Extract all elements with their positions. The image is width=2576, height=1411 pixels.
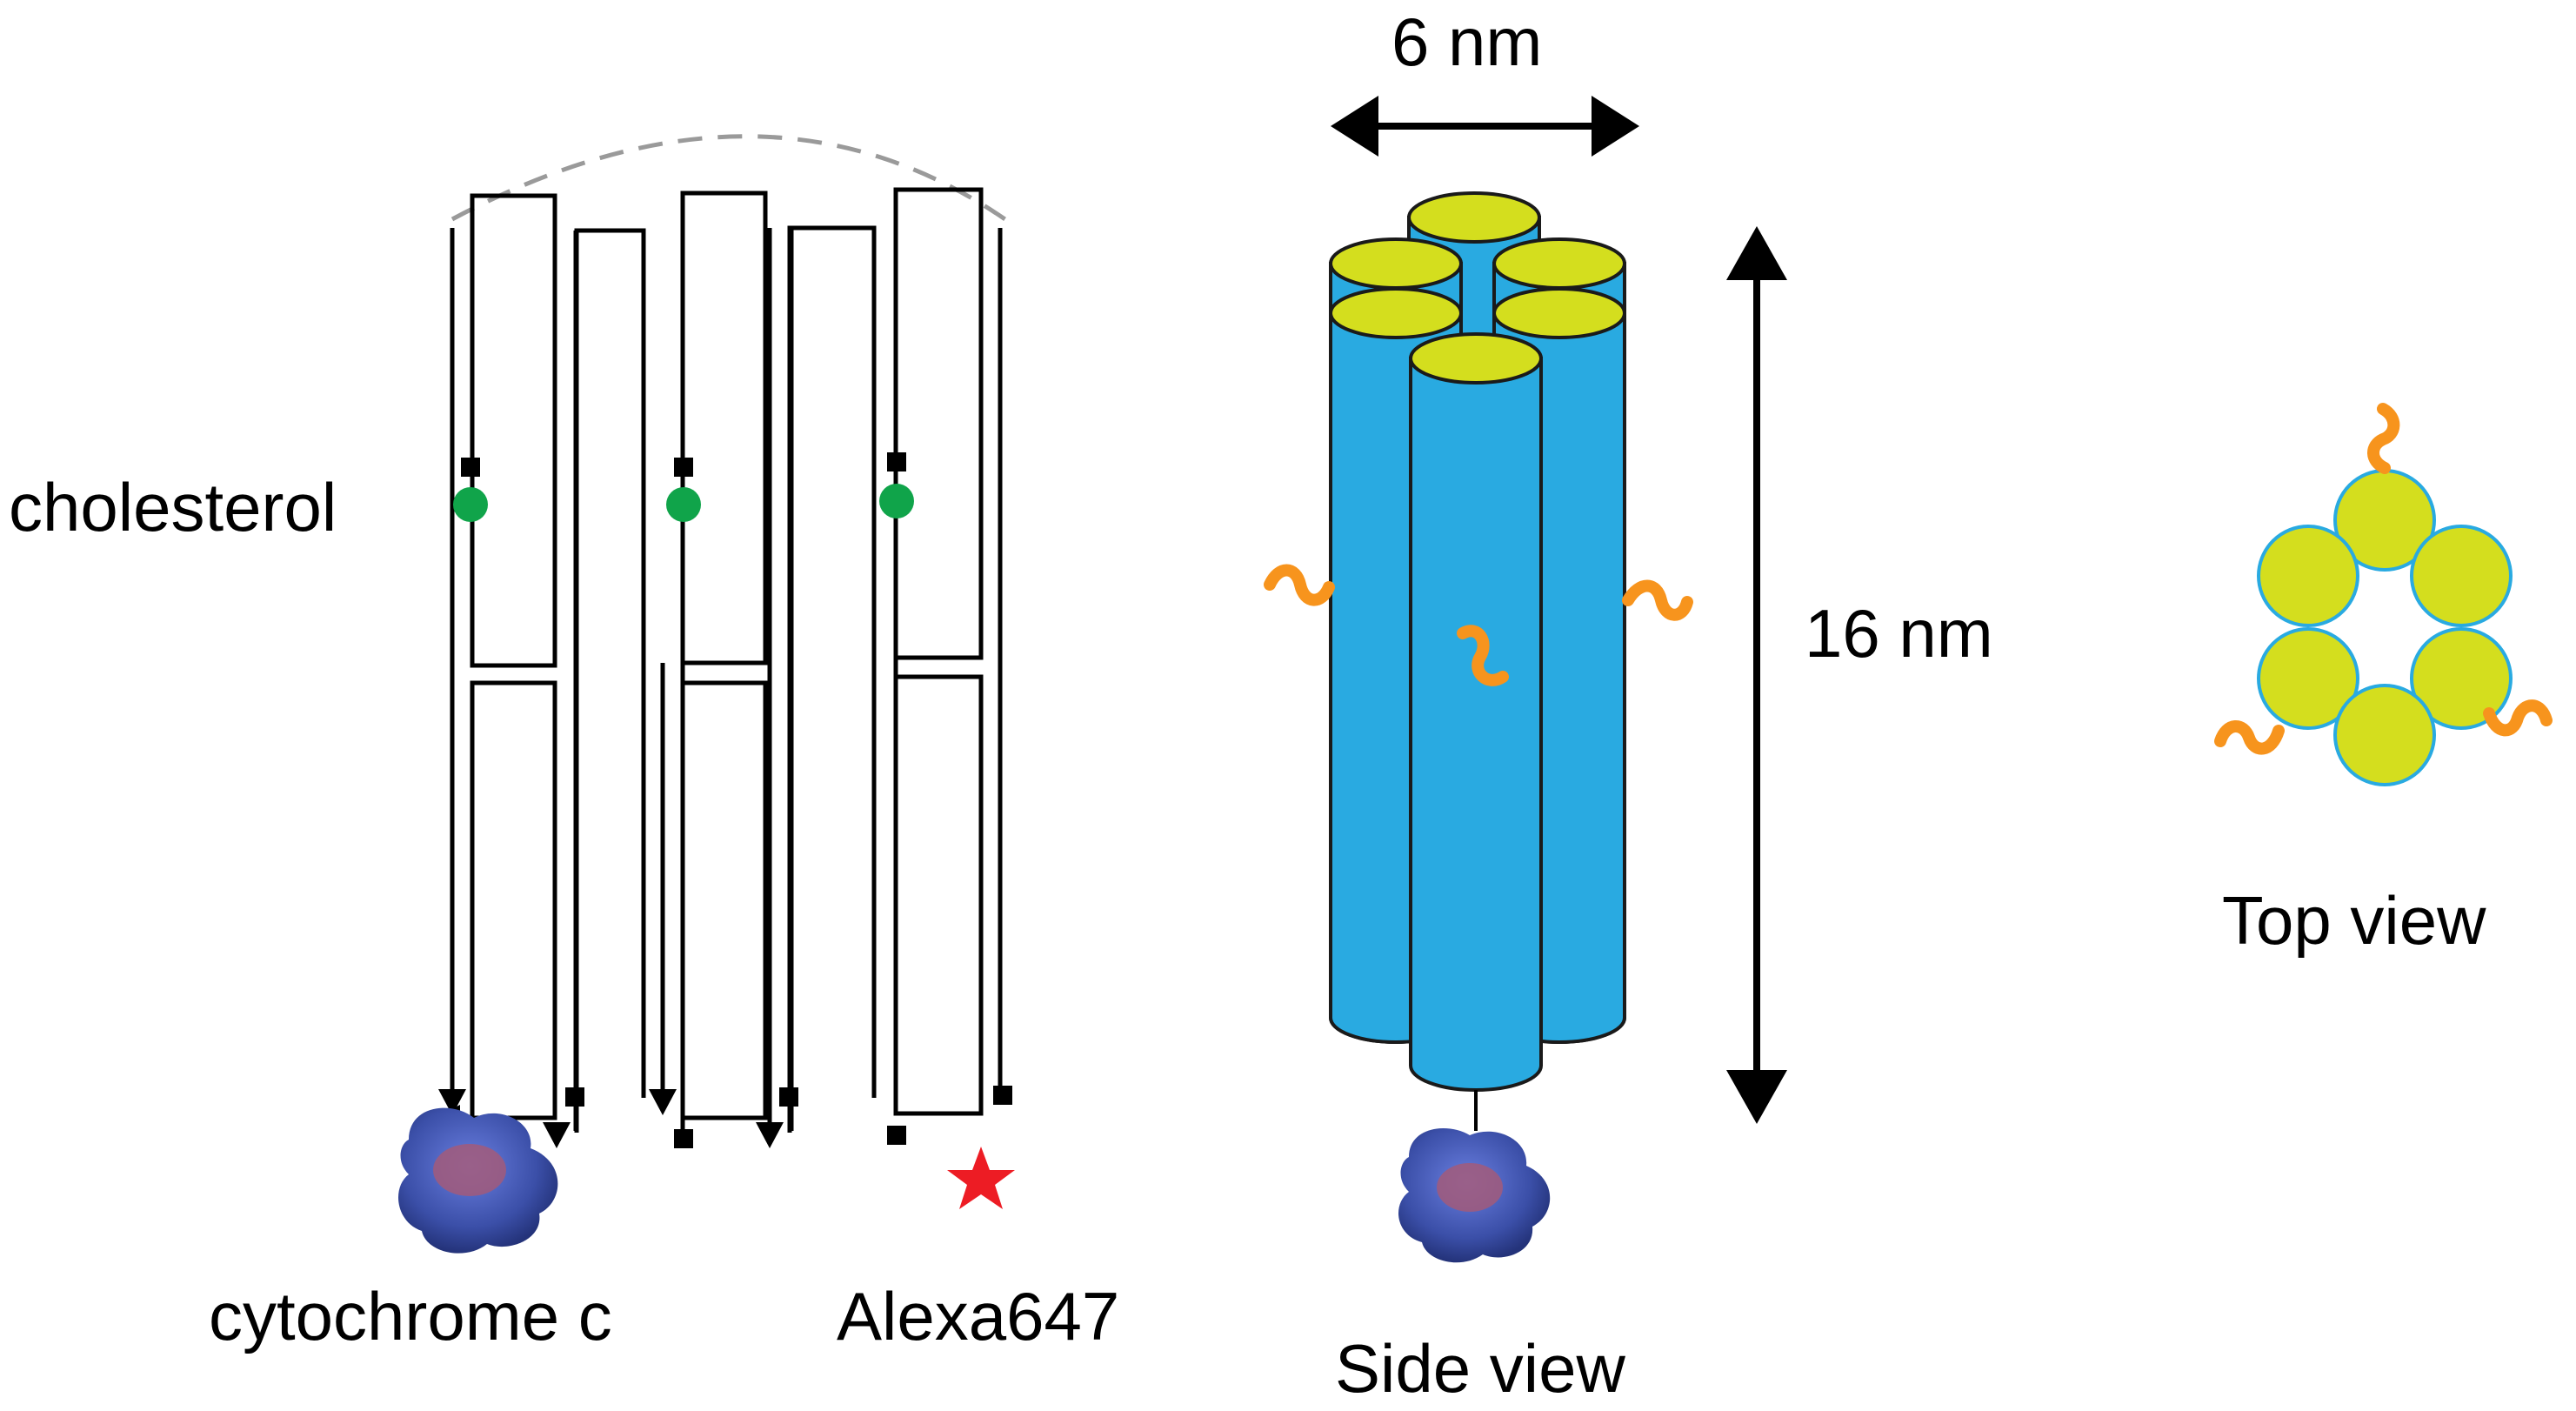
dashed-connector-arc [450, 134, 1011, 224]
height-dimension-arrow [1726, 226, 1787, 1124]
helix-bundle-strands-5 [893, 187, 984, 1116]
linker-left [1264, 564, 1335, 606]
cholesterol-markers [453, 484, 914, 522]
top-linker-right [2483, 699, 2553, 737]
helix-bundle-strands-2 [574, 228, 646, 1133]
helix-bundle-strands-1 [450, 193, 557, 1120]
cytochrome-label: cytochrome c [209, 1278, 612, 1354]
top-view-label: Top view [2222, 882, 2486, 959]
height-label: 16 nm [1805, 595, 1993, 672]
alexa647-star-icon [947, 1147, 1015, 1209]
cholesterol-linkers [1264, 564, 1693, 686]
top-view-linkers [2214, 403, 2553, 755]
cholesterol-dot-2 [666, 487, 701, 522]
cytochrome-protein-icon [398, 1107, 558, 1254]
top-helix-5 [2410, 627, 2513, 730]
arrowhead-3 [649, 1089, 677, 1115]
width-label: 6 nm [1391, 3, 1542, 80]
cholesterol-dot-1 [453, 487, 488, 522]
top-view-bundle: Top view [2214, 403, 2553, 959]
top-linker-left [2214, 720, 2285, 755]
arrowhead-2 [543, 1122, 571, 1148]
helix-bundle-strands-3 [680, 191, 768, 1120]
strand-lines [573, 190, 898, 1131]
helix-cylinder-front [1409, 332, 1543, 1092]
top-helix-3 [2410, 525, 2513, 627]
cholesterol-dot-3 [879, 484, 914, 518]
cholesterol-label: cholesterol [9, 469, 337, 545]
top-linker-top [2367, 403, 2400, 474]
top-helix-4 [2257, 627, 2359, 730]
alexa647-label: Alexa647 [837, 1278, 1119, 1354]
top-view-helices [2257, 469, 2513, 786]
side-view-protein-icon [1398, 1128, 1551, 1263]
top-helix-6 [2333, 684, 2436, 786]
top-helix-2 [2257, 525, 2359, 627]
strand-extensions [660, 228, 772, 1125]
strand-end-markers [461, 452, 1012, 1148]
side-view-bundle: 6 nm [1264, 3, 1993, 1407]
linker-center [1457, 625, 1509, 686]
linker-right [1622, 579, 1693, 621]
arrowhead-4 [756, 1122, 784, 1148]
helix-bundle-strands-4 [787, 225, 877, 1133]
width-dimension-arrow [1331, 96, 1639, 157]
strand-schematic: cholesterol cytochrome c Alexa647 [9, 134, 1119, 1354]
arrowhead-1 [438, 1089, 466, 1115]
side-view-label: Side view [1335, 1330, 1625, 1407]
